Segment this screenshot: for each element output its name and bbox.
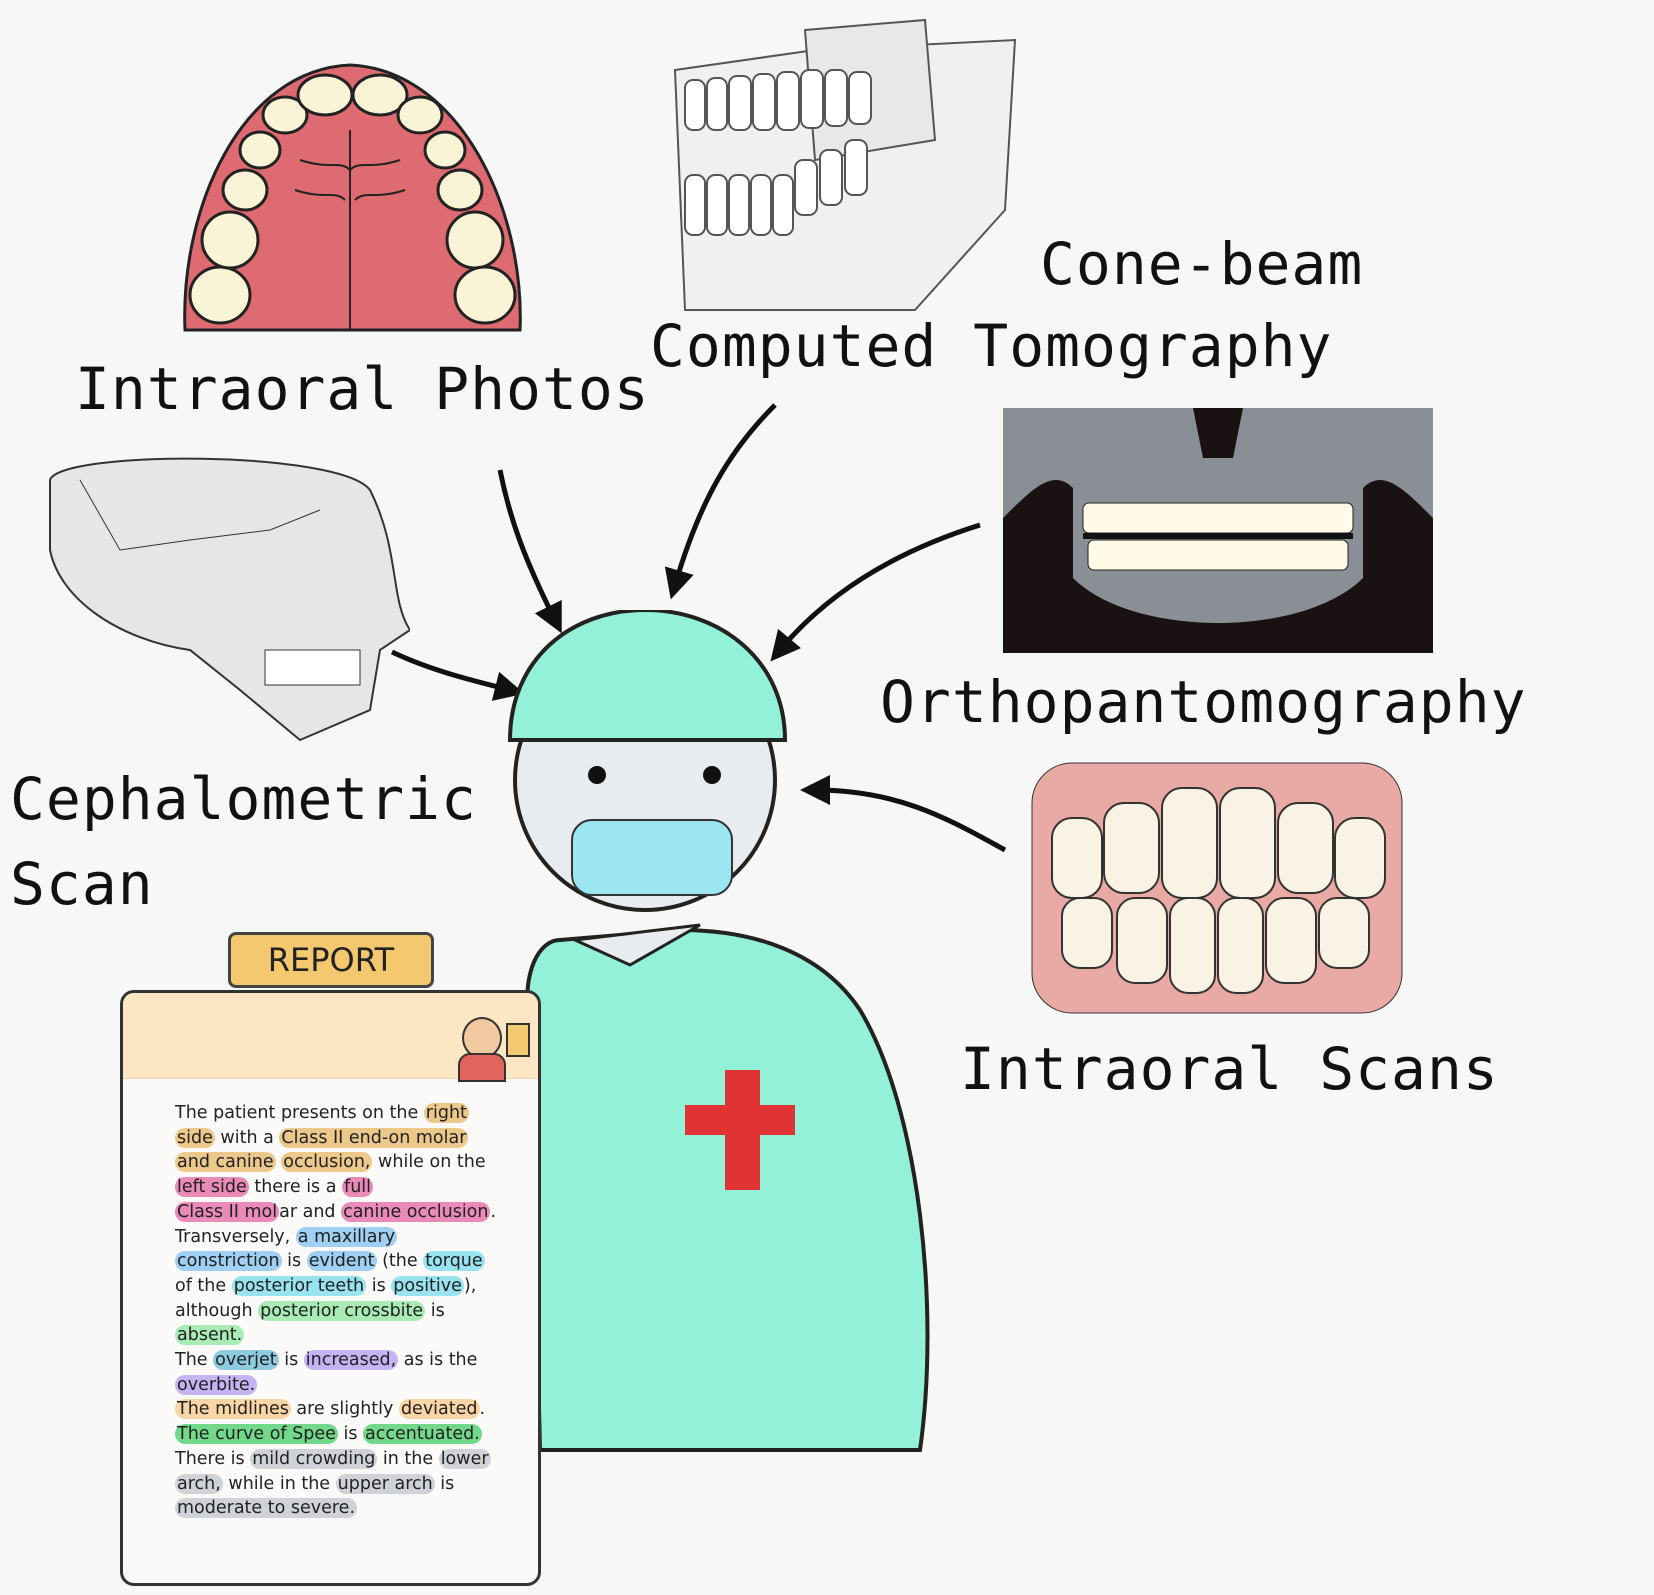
label-cbct-line2: Computed Tomography — [650, 312, 1333, 380]
dental-scan-model — [1031, 762, 1403, 1014]
face-mask — [571, 819, 733, 896]
skull-profile-illustration — [49, 457, 410, 742]
highlighted-phrase: right — [423, 1103, 469, 1123]
highlighted-phrase: mild crowding — [250, 1448, 378, 1469]
report-text-segment: is — [281, 1251, 307, 1272]
report-text-segment: is — [425, 1300, 445, 1321]
report-text-segment: as is the — [398, 1350, 478, 1371]
report-text-segment: . — [479, 1399, 486, 1420]
report-line: left side there is a full — [175, 1175, 535, 1200]
highlighted-phrase: full — [342, 1177, 374, 1198]
report-text-segment: is — [366, 1275, 392, 1296]
report-line: The patient presents on the right — [175, 1101, 535, 1126]
report-text-segment: with a — [214, 1127, 280, 1148]
highlighted-phrase: positive — [391, 1275, 464, 1296]
label-ceph-line2: Scan — [10, 850, 154, 918]
report-text-segment: There is — [175, 1448, 251, 1469]
arrow-from-cbct — [664, 403, 777, 600]
highlighted-phrase: posterior teeth — [231, 1275, 367, 1296]
red-cross-icon — [685, 1070, 795, 1190]
highlighted-phrase: The curve of Spee — [175, 1424, 338, 1445]
highlighted-phrase: posterior crossbite — [258, 1300, 426, 1321]
label-opg: Orthopantomography — [880, 668, 1527, 736]
highlighted-phrase: and canine — [175, 1152, 276, 1173]
report-line: and canine occlusion, while on the — [175, 1150, 535, 1175]
report-text-segment: ar and — [279, 1201, 342, 1222]
highlighted-phrase: constriction — [175, 1251, 282, 1272]
highlighted-phrase: Class II mol — [175, 1201, 280, 1222]
highlighted-phrase: absent. — [175, 1325, 245, 1346]
highlighted-phrase: moderate to severe. — [175, 1498, 358, 1519]
report-line: absent. — [175, 1323, 535, 1348]
report-text-segment: while on the — [372, 1152, 486, 1173]
highlighted-phrase: upper arch — [335, 1473, 435, 1494]
doctor-figure — [507, 610, 930, 1452]
report-line: of the posterior teeth is positive), — [175, 1274, 535, 1299]
label-intraoral-scans: Intraoral Scans — [960, 1035, 1499, 1103]
report-line: moderate to severe. — [175, 1496, 535, 1521]
highlighted-phrase: The midlines — [175, 1399, 291, 1420]
report-line: The midlines are slightly deviated. — [175, 1397, 535, 1422]
label-intraoral-photos: Intraoral Photos — [75, 355, 650, 423]
report-line: The overjet is increased, as is the — [175, 1348, 535, 1373]
highlighted-phrase: side — [175, 1127, 215, 1148]
arrow-from-scans — [800, 775, 1007, 853]
arrow-from-opg — [770, 522, 981, 662]
left-eye — [588, 766, 606, 784]
highlighted-phrase: increased, — [303, 1350, 399, 1371]
right-eye — [703, 766, 721, 784]
report-text-segment: of the — [175, 1275, 232, 1296]
label-ceph-line1: Cephalometric — [10, 765, 477, 833]
highlighted-phrase: occlusion, — [281, 1152, 373, 1173]
highlighted-phrase: a maxillary — [295, 1226, 398, 1247]
report-text-segment: there is a — [248, 1177, 343, 1198]
report-line: overbite. — [175, 1373, 535, 1398]
report-text-segment: Transversely, — [175, 1226, 296, 1247]
highlighted-phrase: deviated — [398, 1399, 480, 1420]
report-text-segment: (the — [376, 1251, 424, 1272]
report-text-segment: although — [175, 1300, 259, 1321]
label-cbct-line1: Cone-beam — [1040, 230, 1364, 298]
report-title: REPORT — [228, 932, 434, 988]
report-text-segment: The — [175, 1350, 214, 1371]
report-text-segment: . — [490, 1201, 497, 1222]
report-text-segment: The patient presents on the — [175, 1103, 424, 1123]
report-line: Transversely, a maxillary — [175, 1225, 535, 1250]
highlighted-phrase: arch, — [175, 1473, 223, 1494]
highlighted-phrase: left side — [175, 1177, 249, 1198]
highlighted-phrase: lower — [438, 1448, 491, 1469]
report-text-segment: in the — [377, 1448, 439, 1469]
report-line: arch, while in the upper arch is — [175, 1472, 535, 1497]
panoramic-xray-image — [1003, 408, 1433, 653]
cbct-jaw-illustration — [673, 18, 1017, 311]
report-line: although posterior crossbite is — [175, 1299, 535, 1324]
highlighted-phrase: canine occlusion — [341, 1201, 491, 1222]
report-line: There is mild crowding in the lower — [175, 1447, 535, 1472]
arrow-from-ceph — [390, 649, 525, 701]
report-line: The curve of Spee is accentuated. — [175, 1422, 535, 1447]
report-avatar-icon — [458, 1013, 530, 1082]
report-text-segment: while in the — [222, 1473, 336, 1494]
highlighted-phrase: accentuated. — [363, 1424, 482, 1445]
arrow-from-photos — [497, 469, 562, 634]
highlighted-phrase: Class II end-on molar — [279, 1127, 469, 1148]
report-text-segment: is — [434, 1473, 455, 1494]
highlighted-phrase: overjet — [213, 1350, 279, 1371]
report-line: side with a Class II end-on molar — [175, 1126, 535, 1151]
report-line: constriction is evident (the torque — [175, 1249, 535, 1274]
report-text-segment: is — [278, 1350, 304, 1371]
highlighted-phrase: torque — [423, 1251, 485, 1272]
highlighted-phrase: overbite. — [175, 1374, 258, 1395]
report-text-segment: ), — [463, 1275, 477, 1296]
highlighted-phrase: evident — [306, 1251, 377, 1272]
report-text-segment: are slightly — [290, 1399, 399, 1420]
upper-arch-illustration — [183, 63, 522, 332]
report-text-segment: is — [337, 1424, 363, 1445]
